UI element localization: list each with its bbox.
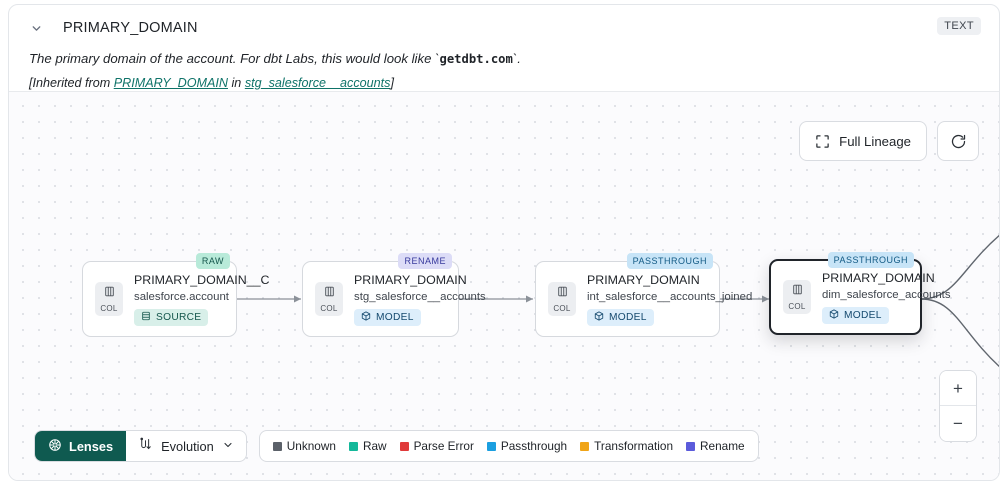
lenses-button[interactable]: Lenses (35, 431, 127, 461)
column-chip: COL (783, 280, 811, 314)
cube-icon (361, 310, 371, 324)
node-tag: PASSTHROUGH (626, 253, 713, 269)
lineage-toolbar: Full Lineage (799, 121, 979, 161)
inherited-close: ] (390, 76, 394, 90)
node-title: PRIMARY_DOMAIN__C (134, 272, 270, 287)
legend-item: Raw (348, 439, 387, 453)
zoom-in-button[interactable]: + (940, 371, 976, 406)
panel-header: PRIMARY_DOMAIN TEXT The primary domain o… (9, 5, 999, 91)
lineage-node[interactable]: RENAME COL PRIMARY_DOMAIN stg_salesforce… (302, 253, 486, 337)
cube-icon (594, 310, 604, 324)
node-subtitle: int_salesforce__accounts_joined (587, 290, 753, 303)
evolution-dropdown[interactable]: Evolution (126, 431, 246, 461)
column-chip: COL (548, 282, 576, 316)
lineage-canvas[interactable]: Full Lineage RAW COL PRIMARY_DOMAIN__C s… (9, 91, 999, 480)
node-subtitle: stg_salesforce__accounts (354, 290, 486, 303)
node-tag: RAW (195, 253, 230, 269)
legend-label: Passthrough (500, 439, 568, 453)
inherited-from-note: [Inherited from PRIMARY_DOMAIN in stg_sa… (29, 75, 981, 92)
column-description: The primary domain of the account. For d… (29, 50, 981, 68)
legend-item: Passthrough (486, 439, 568, 453)
expand-icon (815, 134, 830, 149)
description-suffix: `. (512, 51, 521, 66)
chevron-down-icon (222, 439, 234, 454)
legend-label: Transformation (594, 439, 674, 453)
node-kind-badge: MODEL (822, 306, 889, 324)
inherited-prefix: [Inherited from (29, 76, 114, 90)
lineage-node-selected[interactable]: PASSTHROUGH COL PRIMARY_DOMAIN dim_sales… (769, 252, 951, 335)
node-tag: PASSTHROUGH (827, 252, 914, 268)
node-title: PRIMARY_DOMAIN (587, 272, 700, 287)
refresh-icon (950, 133, 967, 150)
node-title: PRIMARY_DOMAIN (822, 270, 935, 285)
node-title: PRIMARY_DOMAIN (354, 272, 467, 287)
table-icon (141, 311, 151, 324)
chevron-down-icon[interactable] (29, 21, 43, 35)
legend-swatch-parse-error (399, 441, 409, 451)
column-chip: COL (315, 282, 343, 316)
column-chip-label: COL (320, 304, 338, 313)
legend-label: Raw (362, 439, 387, 453)
legend-swatch-rename (686, 441, 696, 451)
legend-item: Unknown (272, 439, 336, 453)
refresh-button[interactable] (937, 121, 979, 161)
node-kind-label: SOURCE (156, 311, 202, 323)
legend-label: Parse Error (413, 439, 474, 453)
description-code: getdbt.com (439, 52, 513, 66)
legend-item: Transformation (580, 439, 673, 453)
type-badge: TEXT (937, 17, 981, 35)
legend-item: Parse Error (399, 439, 474, 453)
inherited-model-link[interactable]: stg_salesforce__accounts (244, 76, 391, 90)
column-detail-panel: PRIMARY_DOMAIN TEXT The primary domain o… (8, 4, 1000, 481)
description-text: The primary domain of the account. For d… (29, 51, 440, 66)
inherited-mid: in (228, 76, 245, 90)
node-kind-badge: MODEL (587, 308, 654, 326)
evolution-label: Evolution (161, 438, 214, 454)
zoom-out-button[interactable]: − (940, 406, 976, 441)
legend-label: Unknown (286, 439, 336, 453)
node-kind-label: MODEL (376, 311, 414, 323)
cube-icon (829, 308, 839, 322)
node-subtitle: dim_salesforce_accounts (822, 288, 951, 301)
evolution-path-icon (138, 437, 153, 455)
node-kind-label: MODEL (844, 309, 882, 321)
node-subtitle: salesforce.account (134, 290, 229, 303)
legend-swatch-unknown (272, 441, 282, 451)
legend-label: Rename (700, 439, 745, 453)
column-icon (323, 285, 336, 303)
node-kind-badge: MODEL (354, 308, 421, 326)
column-icon (556, 285, 569, 303)
column-chip-label: COL (553, 304, 571, 313)
lineage-node[interactable]: RAW COL PRIMARY_DOMAIN__C salesforce.acc… (82, 253, 270, 337)
page-title: PRIMARY_DOMAIN (63, 20, 198, 36)
lenses-label: Lenses (69, 438, 114, 454)
legend-swatch-raw (348, 441, 358, 451)
lineage-legend: Unknown Raw Parse Error Passthrough Tran… (258, 430, 759, 462)
column-chip: COL (95, 282, 123, 316)
node-tag: RENAME (398, 253, 452, 269)
lineage-node[interactable]: PASSTHROUGH COL PRIMARY_DOMAIN int_sales… (535, 253, 753, 337)
zoom-controls: + − (939, 370, 977, 442)
node-kind-label: MODEL (609, 311, 647, 323)
column-icon (103, 285, 116, 303)
canvas-bottom-bar: Lenses Evolution Unknown (34, 430, 759, 462)
lenses-segment: Lenses Evolution (34, 430, 247, 462)
full-lineage-button[interactable]: Full Lineage (799, 121, 927, 161)
inherited-column-link[interactable]: PRIMARY_DOMAIN (113, 76, 228, 90)
column-icon (791, 283, 804, 301)
node-kind-badge: SOURCE (134, 308, 209, 326)
column-chip-label: COL (788, 302, 806, 311)
legend-swatch-passthrough (486, 441, 496, 451)
legend-item: Rename (686, 439, 745, 453)
full-lineage-label: Full Lineage (839, 133, 911, 149)
aperture-icon (48, 438, 62, 455)
column-chip-label: COL (100, 304, 118, 313)
legend-swatch-transformation (580, 441, 590, 451)
